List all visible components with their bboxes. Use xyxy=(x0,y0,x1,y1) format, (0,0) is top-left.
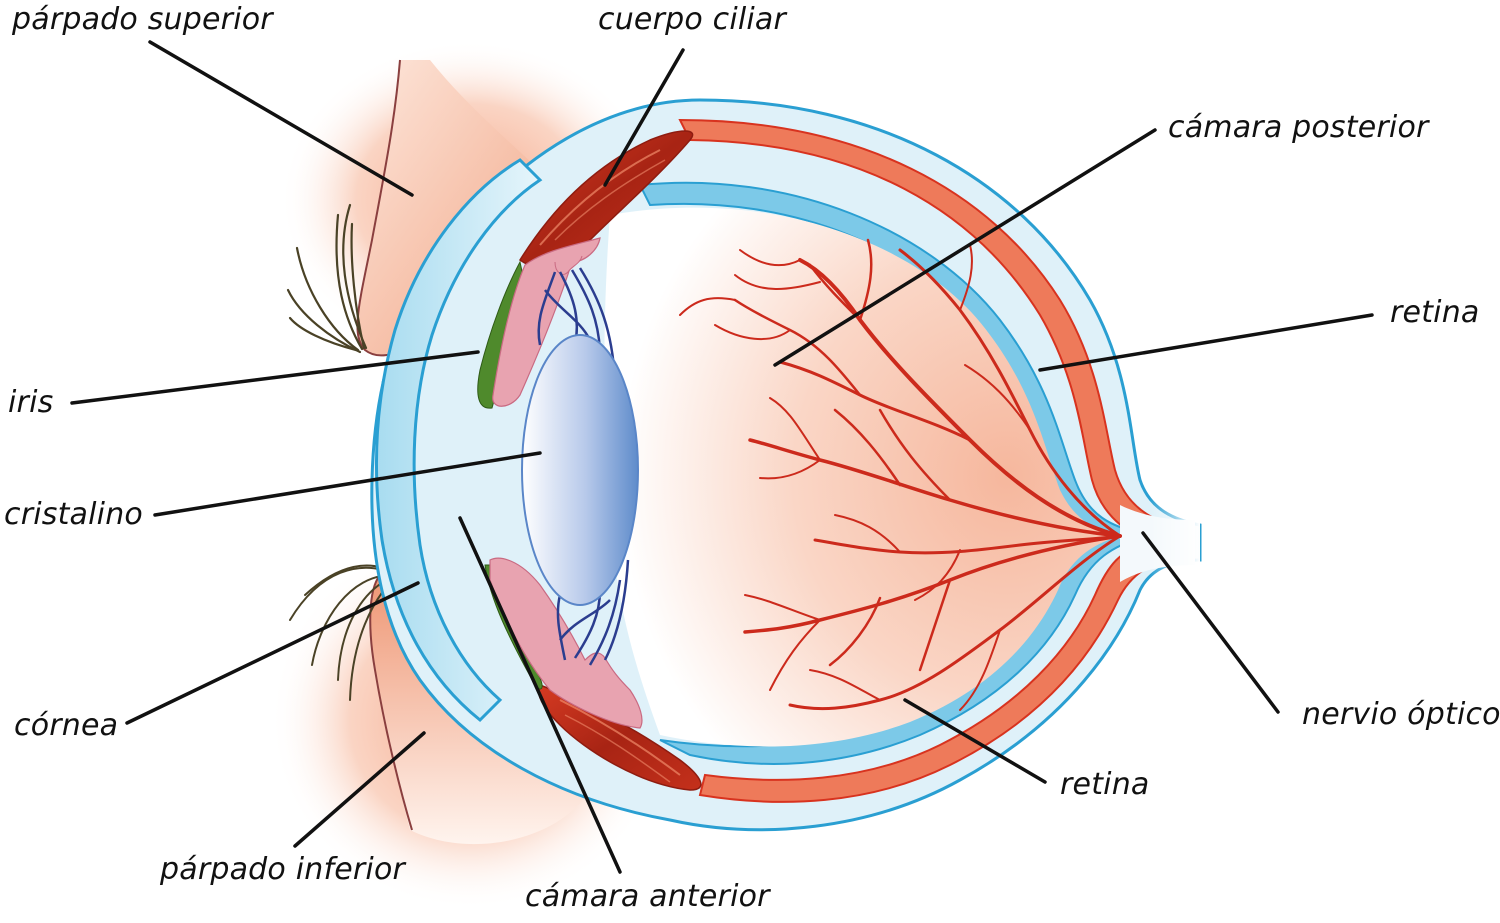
leader-retina-lower xyxy=(903,698,1047,784)
leader-retina-upper xyxy=(1038,313,1374,372)
label-nervio-optico: nervio óptico xyxy=(1302,697,1500,732)
leader-iris xyxy=(70,350,480,405)
choroid xyxy=(678,118,1191,803)
leader-camara-posterior xyxy=(773,128,1157,367)
leader-cornea xyxy=(125,581,420,725)
lens xyxy=(521,334,639,606)
label-cristalino: cristalino xyxy=(4,497,143,532)
label-camara-posterior: cámara posterior xyxy=(1168,110,1429,145)
iris-upper xyxy=(477,237,601,409)
iris-lower xyxy=(484,557,643,729)
leader-camara-anterior xyxy=(458,516,622,874)
label-cornea: córnea xyxy=(14,708,119,743)
label-camara-anterior: cámara anterior xyxy=(525,879,770,914)
label-parpado-superior: párpado superior xyxy=(12,2,273,37)
label-parpado-inferior: párpado inferior xyxy=(160,852,406,887)
leader-cristalino xyxy=(153,451,542,517)
upper-eyelashes xyxy=(286,203,368,354)
label-cuerpo-ciliar: cuerpo ciliar xyxy=(598,2,787,37)
label-retina-lower: retina xyxy=(1060,767,1150,802)
upper-eyelid xyxy=(356,59,560,357)
label-retina-upper: retina xyxy=(1390,295,1480,330)
leader-nervio-optico xyxy=(1141,531,1280,714)
leader-parpado-inferior xyxy=(293,731,426,848)
leader-cuerpo-ciliar xyxy=(603,48,685,187)
retinal-blood-vessels xyxy=(679,238,1122,711)
label-iris: iris xyxy=(8,385,54,420)
leader-lines xyxy=(70,40,1374,874)
leader-parpado-superior xyxy=(148,40,414,197)
cornea xyxy=(374,158,543,723)
vitreous-chamber xyxy=(604,207,1120,747)
